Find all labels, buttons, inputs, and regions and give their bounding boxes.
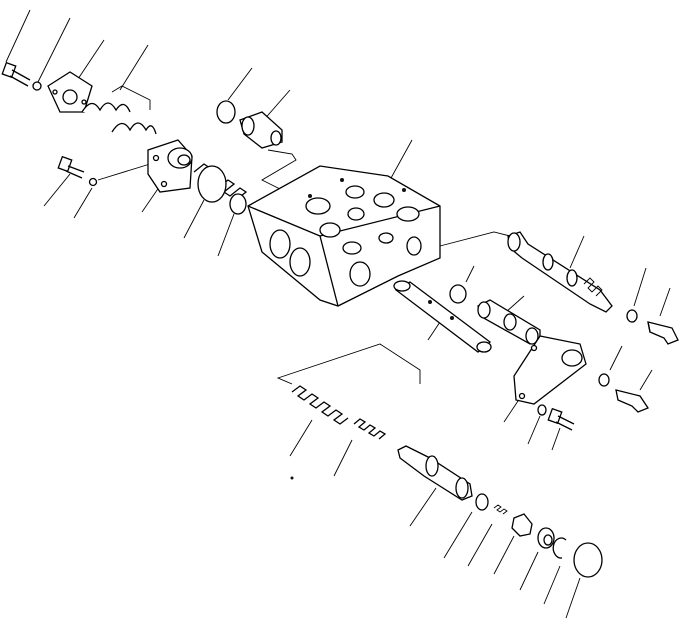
shims-top (81, 44, 157, 135)
lever-bolt-right (647, 287, 679, 345)
spring-large (183, 163, 248, 239)
collar (449, 265, 475, 304)
seat-lower (443, 493, 489, 559)
leader-bracket-lower (276, 343, 421, 385)
washer-bracket (527, 404, 547, 445)
plunger (477, 295, 541, 345)
bracket-plate (503, 335, 587, 423)
washer-middle-left (73, 177, 98, 219)
bolt-middle-left (43, 155, 85, 207)
plug-top (239, 89, 297, 191)
spring-lower-large (289, 385, 349, 457)
cover-plate-top (47, 39, 105, 113)
o-ring-left (217, 193, 247, 257)
snap-ring-lower (543, 537, 567, 605)
nut-bracket (598, 345, 623, 387)
dot-mark (290, 476, 294, 480)
end-cover (97, 139, 193, 213)
cap-lower (519, 527, 555, 591)
snap-ring-top (216, 67, 253, 124)
valve-body (247, 139, 511, 307)
spool-right (507, 231, 613, 313)
poppet (397, 445, 473, 527)
lever-bolt-bracket (615, 369, 653, 413)
spring-lower-small (333, 418, 387, 477)
o-ring-lower (565, 542, 603, 619)
washer-top-left (32, 17, 71, 91)
adjust-nut-lower (493, 513, 533, 575)
small-spring-lower (467, 504, 508, 567)
bolt-bracket (547, 407, 575, 451)
bolt-top-left (1, 9, 31, 87)
nut-right (626, 267, 647, 323)
sleeve (393, 280, 492, 353)
